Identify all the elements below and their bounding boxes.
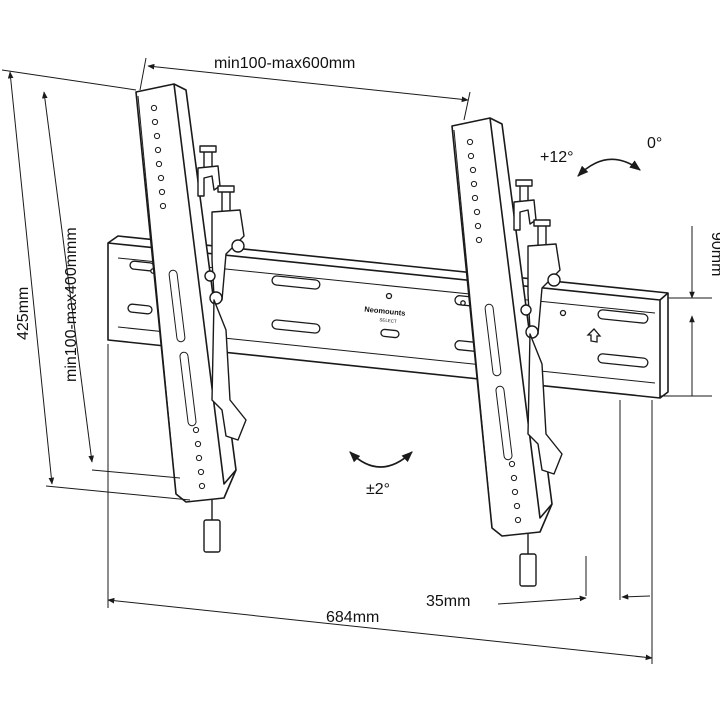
label-level-adjust: ±2° xyxy=(366,481,390,498)
svg-text:Neomounts: Neomounts xyxy=(364,305,406,318)
label-total-width: 684mm xyxy=(326,609,379,626)
left-arm-holes xyxy=(150,104,206,490)
dimension-vesa-vertical xyxy=(42,91,181,479)
dimension-total-width xyxy=(107,344,653,664)
dimension-vesa-horizontal xyxy=(139,57,471,121)
right-hook-mechanism xyxy=(513,179,563,587)
level-rotation-arc-icon xyxy=(349,451,413,468)
dimension-wall-distance xyxy=(497,400,651,605)
label-total-height: 425mm xyxy=(15,287,32,340)
left-hook-mechanism xyxy=(197,145,247,553)
tilt-arc-icon xyxy=(577,158,641,177)
label-tilt-up: +12° xyxy=(540,149,574,166)
brand-logo: Neomounts SELECT xyxy=(364,305,406,324)
svg-text:SELECT: SELECT xyxy=(379,317,397,324)
label-vesa-horizontal: min100-max600mm xyxy=(214,55,355,72)
right-vesa-arm xyxy=(451,117,553,537)
right-arm-holes xyxy=(466,138,522,524)
label-tilt-zero: 0° xyxy=(647,135,662,152)
label-wall-distance: 35mm xyxy=(426,593,470,610)
level-arrow-icon xyxy=(586,328,602,343)
label-plate-height: 90mm xyxy=(708,232,720,276)
dimension-plate-height xyxy=(660,226,712,397)
label-vesa-vertical: min100-max400mmm xyxy=(63,227,80,382)
